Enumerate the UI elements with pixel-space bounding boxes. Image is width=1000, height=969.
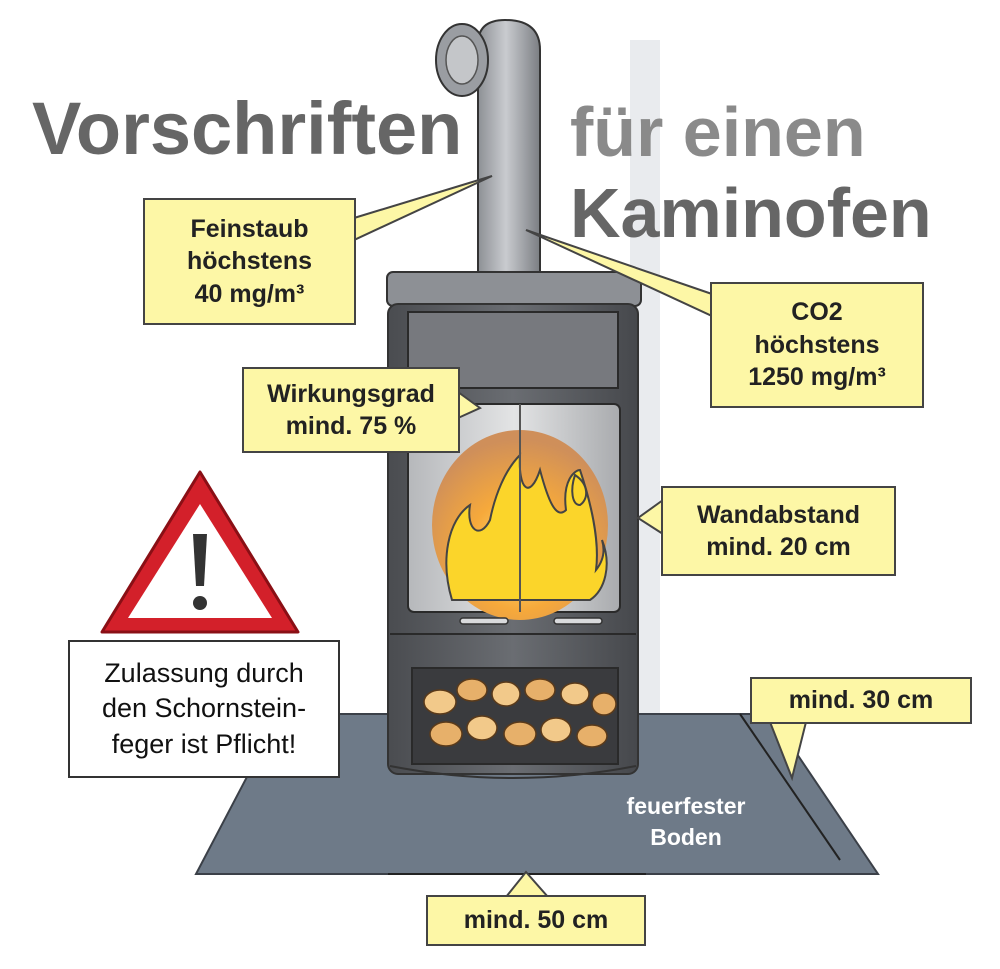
title-line-2: für einen	[570, 93, 866, 171]
chimney-pipe	[477, 18, 541, 277]
floor-label: feuerfester Boden	[586, 791, 786, 852]
callout-co2: CO2 höchstens 1250 mg/m³	[710, 282, 924, 408]
warning-triangle-icon	[100, 470, 300, 634]
door-handle-right	[553, 617, 603, 625]
callout-co2-line: CO2	[791, 298, 843, 327]
callout-side-clearance-text: mind. 30 cm	[788, 686, 934, 715]
callout-feinstaub-line: 40 mg/m³	[194, 279, 305, 308]
callout-feinstaub-line: höchstens	[186, 247, 313, 276]
warning-note: Zulassung durch den Schornstein- feger i…	[68, 640, 340, 778]
floor-label-line: Boden	[650, 823, 722, 850]
stove-top	[386, 271, 642, 307]
callout-wirkungsgrad: Wirkungsgrad mind. 75 %	[242, 367, 460, 453]
callout-feinstaub: Feinstaub höchstens 40 mg/m³	[143, 198, 356, 325]
callout-wandabstand-line: Wandabstand	[697, 500, 860, 529]
pointer-feinstaub	[353, 175, 493, 242]
callout-wirkungsgrad-line: mind. 75 %	[285, 412, 417, 440]
title-line-1: Vorschriften	[32, 87, 463, 170]
callout-front-clearance-text: mind. 50 cm	[463, 906, 609, 935]
flame-icon	[445, 452, 608, 601]
warning-note-line: feger ist Pflicht!	[111, 728, 297, 759]
callout-co2-line: höchstens	[754, 330, 880, 359]
floor-label-line: feuerfester	[626, 793, 746, 819]
title-line-3: Kaminofen	[570, 174, 932, 252]
callout-front-clearance: mind. 50 cm	[426, 895, 646, 946]
callout-side-clearance: mind. 30 cm	[750, 677, 972, 724]
pointer-front	[503, 870, 551, 898]
callout-feinstaub-line: Feinstaub	[190, 214, 309, 243]
floor-side-line	[739, 713, 841, 861]
callout-wirkungsgrad-line: Wirkungsgrad	[267, 379, 435, 408]
door-handle-left	[459, 617, 509, 625]
warning-note-line: den Schornstein-	[101, 693, 307, 724]
firewood-logs	[423, 678, 617, 748]
callout-wandabstand-line: mind. 20 cm	[706, 533, 851, 561]
callout-co2-line: 1250 mg/m³	[748, 363, 886, 392]
callout-wandabstand: Wandabstand mind. 20 cm	[661, 486, 896, 576]
wood-storage	[411, 667, 619, 765]
warning-note-line: Zulassung durch	[104, 658, 304, 689]
